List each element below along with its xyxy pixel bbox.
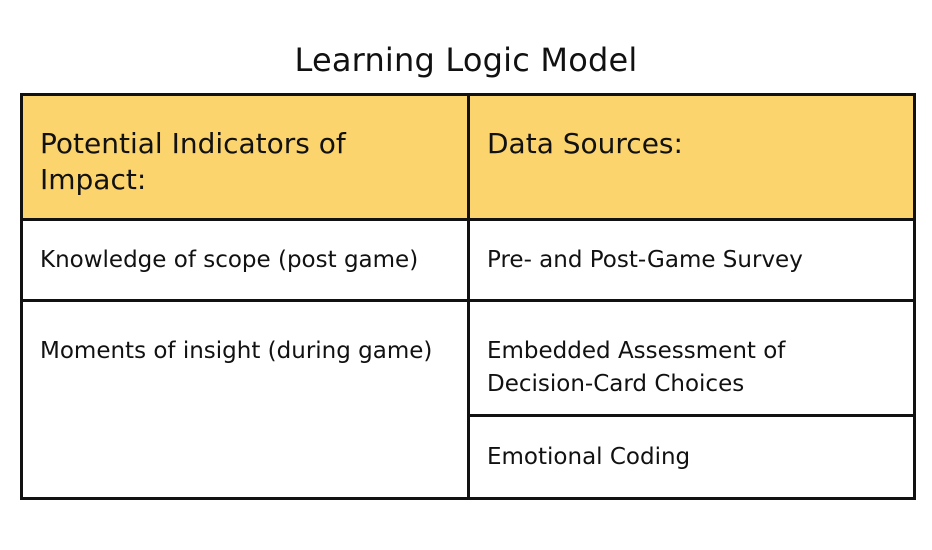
- table-row: Emotional Coding: [22, 414, 916, 500]
- indicator-cell: Moments of insight (during game): [20, 299, 470, 500]
- header-row: Potential Indicators of Impact: Data Sou…: [20, 93, 916, 221]
- logic-model-table: Potential Indicators of Impact: Data Sou…: [20, 93, 916, 500]
- source-cell: Pre- and Post-Game Survey: [467, 218, 916, 302]
- indicator-cell: Knowledge of scope (post game): [20, 218, 470, 302]
- source-cell: Embedded Assessment of Decision-Card Cho…: [467, 299, 916, 417]
- sources-header: Data Sources:: [467, 93, 916, 221]
- table-row: Knowledge of scope (post game) Pre- and …: [20, 218, 916, 302]
- diagram-title: Learning Logic Model: [294, 41, 638, 79]
- indicators-header: Potential Indicators of Impact:: [20, 93, 470, 221]
- source-cell: Emotional Coding: [467, 414, 916, 500]
- table-row: Moments of insight (during game) Embedde…: [20, 299, 916, 500]
